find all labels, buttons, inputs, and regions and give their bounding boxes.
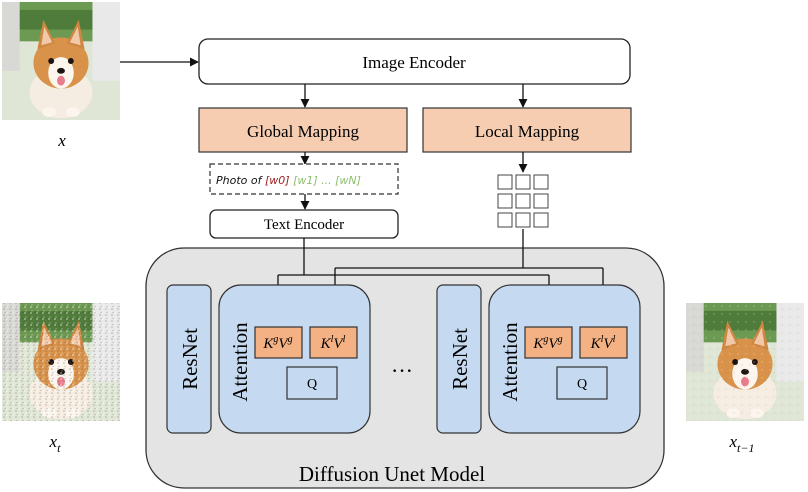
resnet-block-1 [166, 284, 212, 434]
kv-global-label-1: KgVg [262, 334, 292, 352]
local-mapping-box [422, 107, 632, 153]
resnet-label-2: ResNet [448, 328, 472, 390]
input-image-x [2, 2, 120, 120]
text-encoder-label: Text Encoder [264, 217, 344, 233]
resnet-block-2 [436, 284, 482, 434]
local-mapping-label: Local Mapping [475, 122, 580, 141]
noisy-image-xt [2, 303, 120, 421]
kv-local-label-1: KlVl [320, 334, 346, 352]
query-label-1: Q [307, 377, 317, 392]
denoised-image-xt1 [686, 303, 804, 421]
kv-local-label-2: KlVl [590, 334, 616, 352]
prompt-box [209, 163, 399, 195]
query-label-2: Q [577, 377, 587, 392]
resnet-label-1: ResNet [178, 328, 202, 390]
image-encoder-box [198, 38, 631, 85]
ellipsis-dots: ··· [391, 358, 413, 383]
kv-global-box-1 [254, 326, 303, 359]
image-encoder-label: Image Encoder [362, 53, 466, 72]
global-mapping-label: Global Mapping [247, 122, 359, 141]
image-x-label: x [57, 131, 66, 150]
attention-label-2: Attention [498, 322, 522, 402]
image-xt-label: xt [49, 432, 62, 455]
kv-local-box-2 [579, 326, 628, 359]
query-box-1 [286, 366, 338, 400]
diffusion-unet-title: Diffusion Unet Model [299, 462, 485, 486]
kv-global-box-2 [524, 326, 573, 359]
kv-global-label-2: KgVg [532, 334, 562, 352]
attention-label-1: Attention [228, 322, 252, 402]
prompt-text: Photo of [w0] [w1] ... [wN] [216, 174, 361, 187]
query-box-2 [556, 366, 608, 400]
local-token-grid [497, 174, 549, 228]
kv-local-box-1 [309, 326, 358, 359]
image-xt1-label: xt−1 [729, 432, 755, 455]
global-mapping-box [198, 107, 408, 153]
